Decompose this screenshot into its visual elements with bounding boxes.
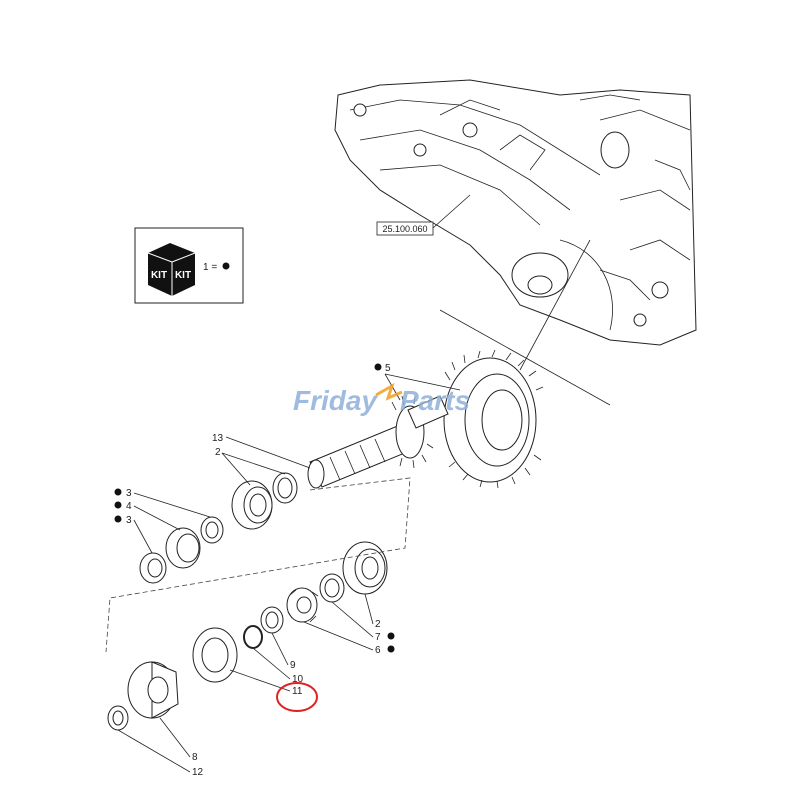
callouts: 5 13 2 3 4 3 2 7 6 9 10 bbox=[114, 363, 461, 778]
kit-equation: 1 = bbox=[203, 262, 217, 273]
kit-label-left: KIT bbox=[151, 270, 167, 281]
callout-3-first: 3 bbox=[126, 488, 132, 499]
callout-6: 6 bbox=[375, 645, 381, 656]
callout-5-dot bbox=[374, 363, 382, 371]
callout-9: 9 bbox=[290, 660, 296, 671]
callout-3b-dot bbox=[114, 515, 122, 523]
housing-leader-2 bbox=[519, 239, 591, 371]
callout-7: 7 bbox=[375, 632, 381, 643]
pinion-shaft bbox=[307, 395, 449, 489]
watermark-part1: Friday bbox=[293, 385, 378, 416]
callout-4-dot bbox=[114, 501, 122, 509]
callout-11: 11 bbox=[292, 686, 303, 697]
reference-code: 25.100.060 bbox=[382, 224, 427, 234]
callout-12: 12 bbox=[192, 767, 204, 778]
callout-5: 5 bbox=[385, 363, 391, 374]
ring-gear bbox=[443, 349, 544, 489]
assembly-guide-dashed bbox=[105, 477, 411, 653]
axle-housing-drawing bbox=[334, 79, 697, 346]
callout-2-lower: 2 bbox=[375, 619, 381, 630]
callout-6-dot bbox=[387, 645, 395, 653]
callout-2-upper: 2 bbox=[215, 447, 221, 458]
callout-4: 4 bbox=[126, 501, 132, 512]
upper-parts bbox=[139, 472, 298, 584]
callout-10: 10 bbox=[292, 674, 304, 685]
kit-label-right: KIT bbox=[175, 270, 191, 281]
watermark-part2: Parts bbox=[400, 385, 470, 416]
highlight-circle bbox=[276, 682, 318, 712]
kit-dot-icon bbox=[222, 262, 230, 270]
housing-leader bbox=[439, 309, 611, 406]
callout-8: 8 bbox=[192, 752, 198, 763]
lower-parts bbox=[107, 541, 388, 731]
kit-legend: KIT KIT 1 = bbox=[134, 227, 244, 304]
callout-7-dot bbox=[387, 632, 395, 640]
watermark: Friday Parts bbox=[293, 382, 470, 416]
reference-box: 25.100.060 bbox=[376, 194, 471, 236]
callout-3a-dot bbox=[114, 488, 122, 496]
callout-3-second: 3 bbox=[126, 515, 132, 526]
callout-13: 13 bbox=[212, 433, 224, 444]
watermark-bolt-icon bbox=[375, 382, 403, 401]
